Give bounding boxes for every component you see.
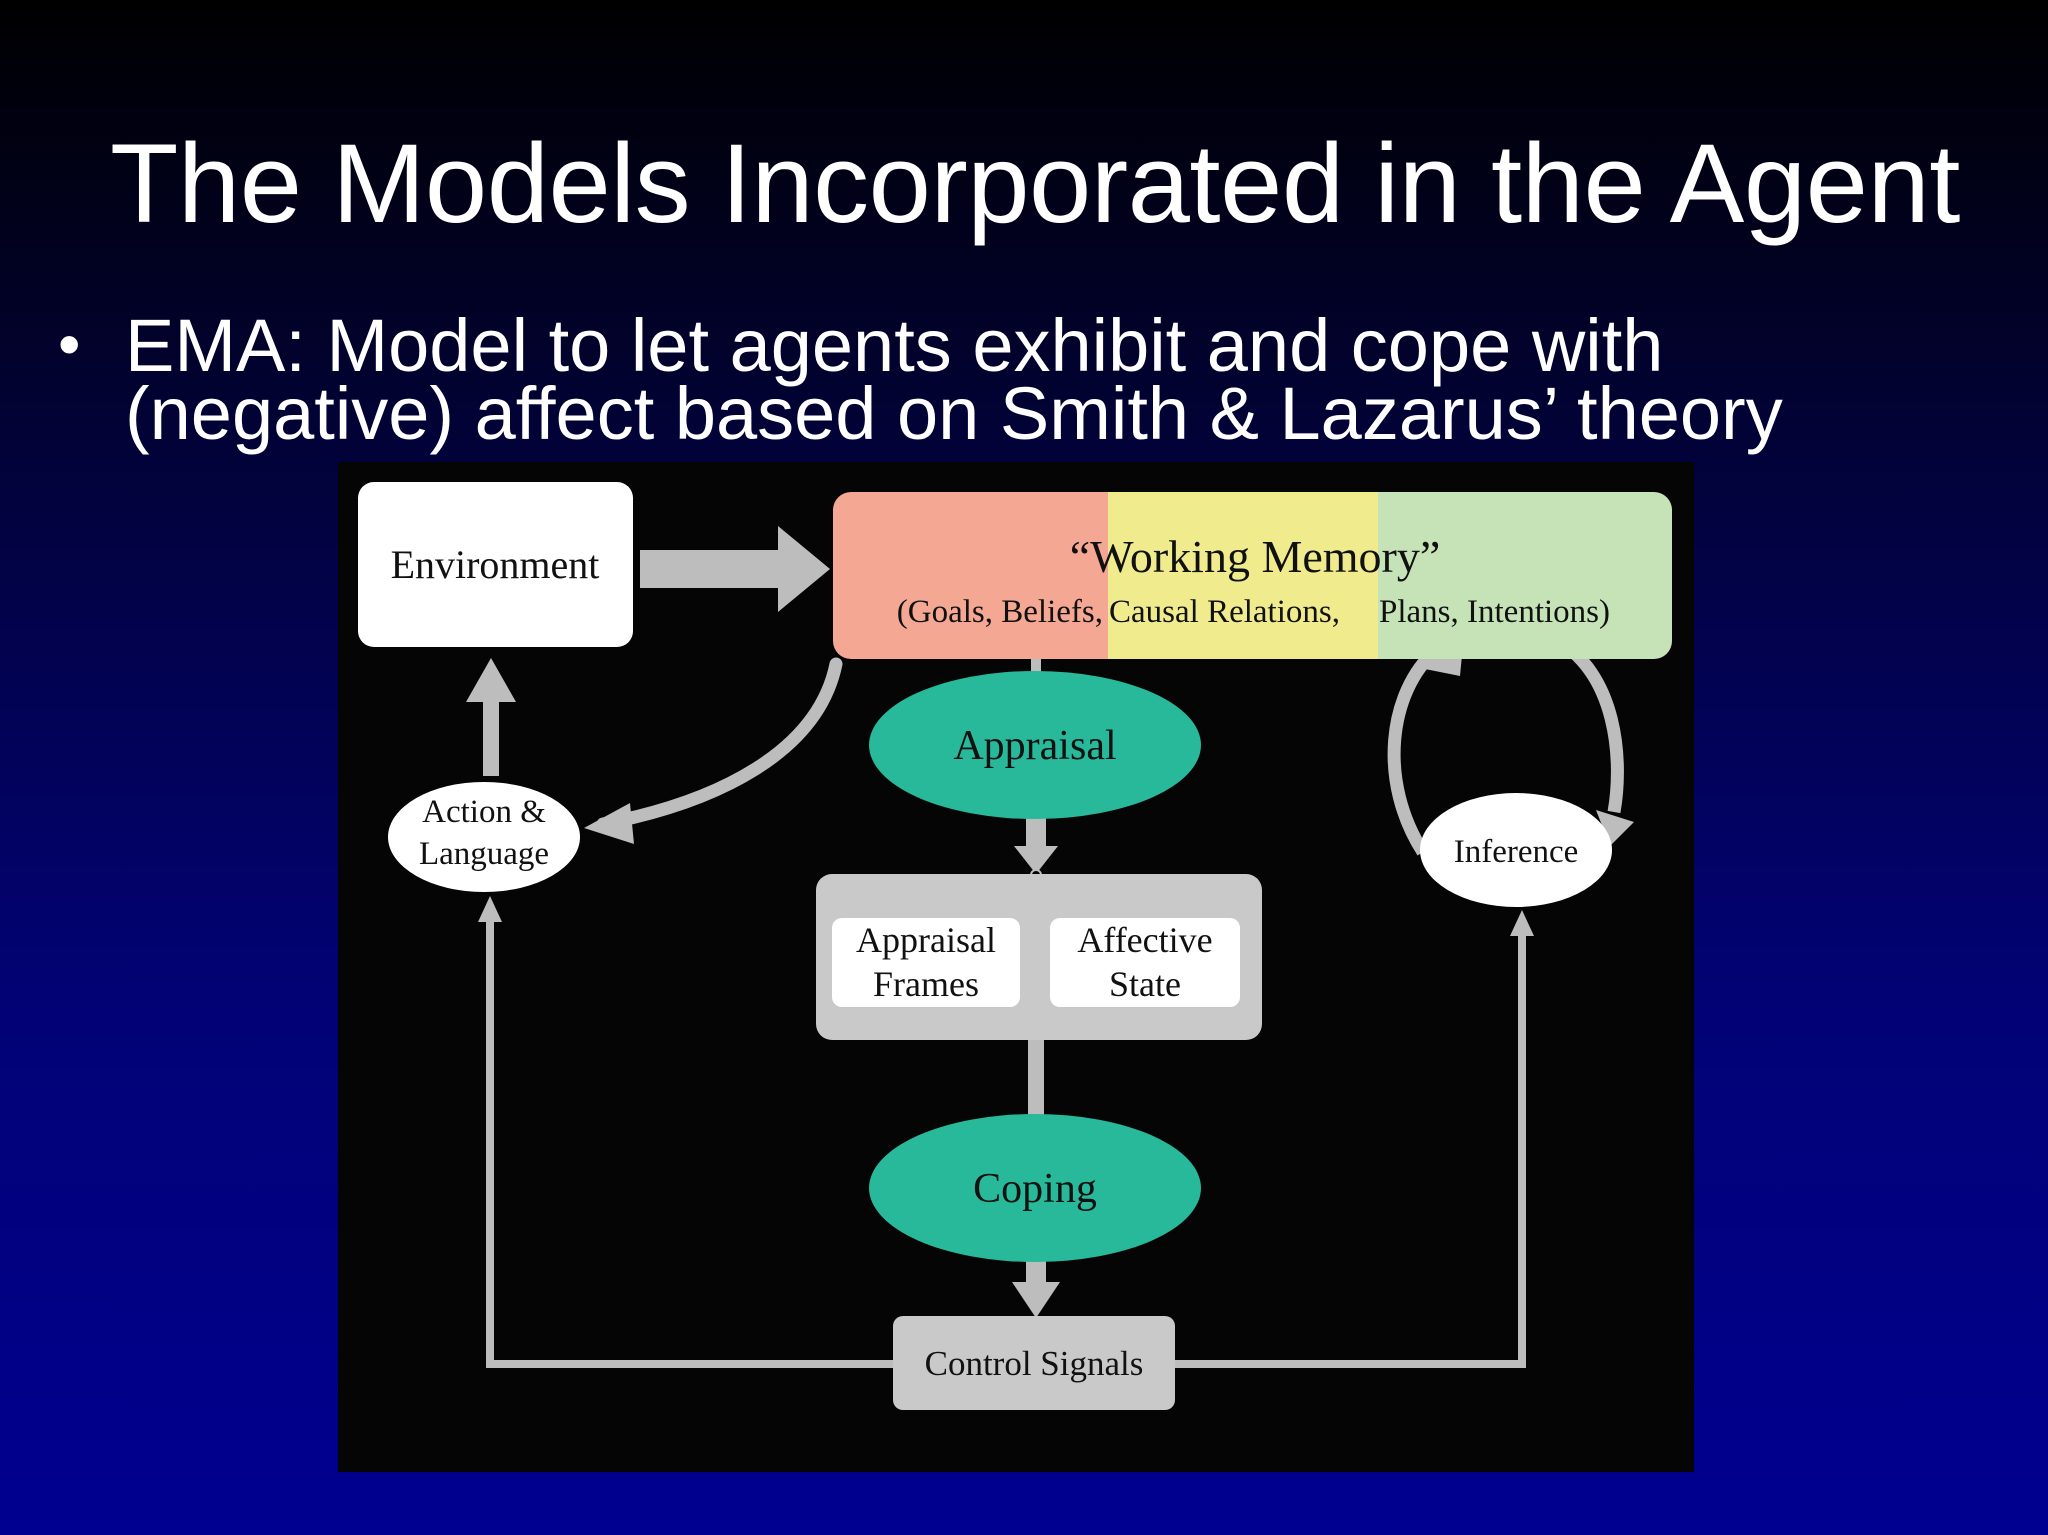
slide-title: The Models Incorporated in the Agent: [110, 121, 1960, 246]
environment-label: Environment: [391, 542, 600, 587]
inference-to-memory-curve: [1387, 645, 1441, 856]
bullet-text: EMA: Model to let agents exhibit and cop…: [125, 304, 2025, 455]
coping-node: [869, 1114, 1201, 1262]
control-signals-box: [893, 1316, 1175, 1410]
inference-label: Inference: [1454, 834, 1579, 870]
working-memory-items-3: Plans, Intentions): [1379, 594, 1610, 630]
bullet-line-2: (negative) affect based on Smith & Lazar…: [125, 372, 1783, 455]
ema-diagram-svg: Environment “Working Memory” (Goals, Bel…: [358, 482, 1672, 1410]
inference-node: [1420, 793, 1612, 907]
env-to-memory-arrow: [640, 526, 830, 612]
memory-to-inference-curve: [1549, 632, 1624, 814]
bullet-line-1: EMA: Model to let agents exhibit and cop…: [125, 304, 1664, 387]
environment-box: [358, 482, 633, 647]
action-language-node: [388, 782, 580, 892]
appraisal-to-frames-arrow: [1014, 817, 1058, 874]
coping-label: Coping: [973, 1166, 1097, 1212]
control-signals-label: Control Signals: [925, 1344, 1144, 1383]
appraisal-frames-label-2: Frames: [873, 964, 979, 1004]
working-memory-items-1: (Goals, Beliefs,: [897, 594, 1103, 630]
appraisal-frames-label-1: Appraisal: [856, 920, 996, 960]
memory-to-inference-arrowhead: [1596, 810, 1634, 846]
affective-state-label-1: Affective: [1077, 920, 1212, 960]
affective-state-label-2: State: [1109, 964, 1181, 1004]
control-to-inference-arrowhead: [1510, 910, 1534, 936]
working-memory-title: “Working Memory”: [1070, 531, 1441, 582]
coping-to-control-arrow: [1012, 1258, 1060, 1318]
appraisal-label: Appraisal: [953, 723, 1116, 769]
working-memory-box: [833, 492, 1672, 659]
appraisal-node: [869, 671, 1201, 819]
working-memory-items-2: Causal Relations,: [1109, 594, 1340, 630]
action-language-label-1: Action &: [422, 794, 546, 830]
control-to-inference-line: [1173, 936, 1526, 1368]
appraisal-frames-box: [832, 918, 1020, 1007]
action-language-label-2: Language: [419, 836, 549, 872]
memory-to-action-curve: [596, 657, 843, 831]
affective-state-box: [1050, 918, 1240, 1007]
action-to-environment-arrow: [466, 658, 516, 776]
ema-diagram: Environment “Working Memory” (Goals, Bel…: [338, 462, 1694, 1472]
control-to-action-line: [486, 922, 896, 1368]
bullet-marker: •: [58, 308, 81, 380]
memory-to-action-arrowhead: [584, 803, 634, 844]
control-to-action-arrowhead: [478, 896, 502, 922]
